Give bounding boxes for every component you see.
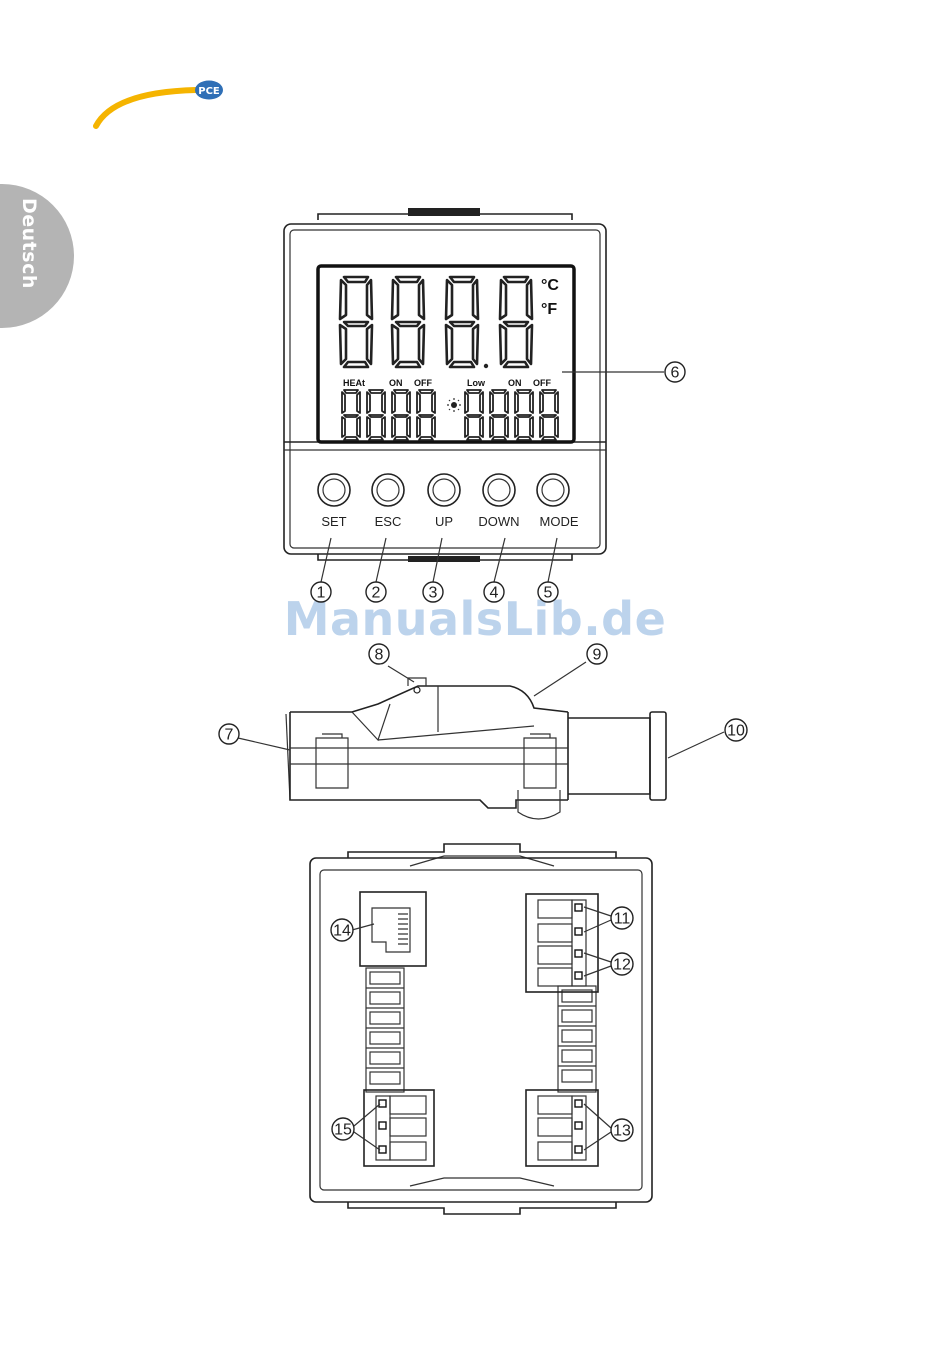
- svg-text:1: 1: [317, 585, 326, 602]
- main-digit-4: [500, 277, 532, 367]
- status-label-on-left: ON: [389, 378, 403, 388]
- sub-digit-6: [490, 390, 508, 440]
- svg-text:15: 15: [334, 1122, 352, 1139]
- sub-digit-5: [465, 390, 483, 440]
- side-view-diagram: 8 9 7 10: [0, 636, 950, 836]
- status-label-off-right: OFF: [533, 378, 551, 388]
- svg-text:6: 6: [671, 365, 680, 382]
- rj45-port: [360, 892, 426, 966]
- callout-8: 8: [369, 644, 389, 664]
- terminal-block-lower-left: [364, 1090, 434, 1166]
- rear-housing: [310, 844, 652, 1214]
- svg-text:4: 4: [490, 585, 499, 602]
- logo-text: PCE: [198, 86, 220, 97]
- svg-text:9: 9: [593, 647, 602, 664]
- set-button[interactable]: SET: [318, 474, 350, 529]
- svg-text:10: 10: [727, 723, 745, 740]
- down-button-label: DOWN: [478, 514, 519, 529]
- up-button[interactable]: UP: [428, 474, 460, 529]
- esc-button[interactable]: ESC: [372, 474, 404, 529]
- status-label-low: Low: [467, 378, 486, 388]
- side-housing: [286, 678, 568, 819]
- main-digit-2: [392, 277, 424, 367]
- sub-digit-4: [417, 390, 435, 440]
- esc-button-label: ESC: [375, 514, 402, 529]
- svg-text:3: 3: [429, 585, 438, 602]
- callout-9: 9: [587, 644, 607, 664]
- front-view-diagram: °C °F HEAt ON OFF Low ON OFF SET ESC UP …: [0, 200, 950, 610]
- sub-digit-8: [540, 390, 558, 440]
- left-rail: [366, 968, 404, 1092]
- status-label-on-right: ON: [508, 378, 522, 388]
- callout-3: 3: [423, 582, 443, 602]
- unit-celsius: °C: [541, 277, 559, 294]
- callout-4: 4: [484, 582, 504, 602]
- sun-indicator-icon: [447, 398, 461, 412]
- controller-housing: [284, 208, 606, 562]
- terminal-block-lower-right: [526, 1090, 598, 1166]
- callout-10: 10: [725, 719, 747, 741]
- main-decimal-point: [484, 364, 488, 368]
- lcd-display: °C °F HEAt ON OFF Low ON OFF: [318, 266, 574, 442]
- logo-arc: [96, 90, 196, 126]
- svg-text:12: 12: [613, 957, 631, 974]
- svg-text:5: 5: [544, 585, 553, 602]
- sub-digit-2: [367, 390, 385, 440]
- main-digit-3: [446, 277, 478, 367]
- terminal-block-upper-right: [526, 894, 598, 992]
- callout-5: 5: [538, 582, 558, 602]
- down-button[interactable]: DOWN: [478, 474, 519, 529]
- callout-1: 1: [311, 582, 331, 602]
- set-button-label: SET: [321, 514, 346, 529]
- svg-text:13: 13: [613, 1123, 631, 1140]
- status-label-off-left: OFF: [414, 378, 432, 388]
- pce-logo: PCE: [92, 78, 232, 130]
- rear-view-diagram: 14 11 12 13 15: [0, 842, 950, 1222]
- svg-text:11: 11: [614, 911, 631, 928]
- unit-fahrenheit: °F: [541, 301, 557, 318]
- callout-14: 14: [331, 919, 353, 941]
- status-label-heat: HEAt: [343, 378, 365, 388]
- mode-button[interactable]: MODE: [537, 474, 579, 529]
- callout-2: 2: [366, 582, 386, 602]
- sub-digit-3: [392, 390, 410, 440]
- main-digit-1: [340, 277, 372, 367]
- callout-15: 15: [332, 1118, 354, 1140]
- svg-text:14: 14: [333, 923, 351, 940]
- mounting-collar: [568, 712, 666, 800]
- callout-7: 7: [219, 724, 239, 744]
- svg-text:7: 7: [225, 727, 234, 744]
- sub-digit-7: [515, 390, 533, 440]
- mode-button-label: MODE: [540, 514, 579, 529]
- callout-6: 6: [665, 362, 685, 382]
- leader-lines: [238, 662, 724, 758]
- svg-text:8: 8: [375, 647, 384, 664]
- svg-text:2: 2: [372, 585, 381, 602]
- right-rail: [558, 986, 596, 1092]
- sub-digit-1: [342, 390, 360, 440]
- callout-12: 12: [611, 953, 633, 975]
- up-button-label: UP: [435, 514, 453, 529]
- callout-13: 13: [611, 1119, 633, 1141]
- callout-11: 11: [611, 907, 633, 929]
